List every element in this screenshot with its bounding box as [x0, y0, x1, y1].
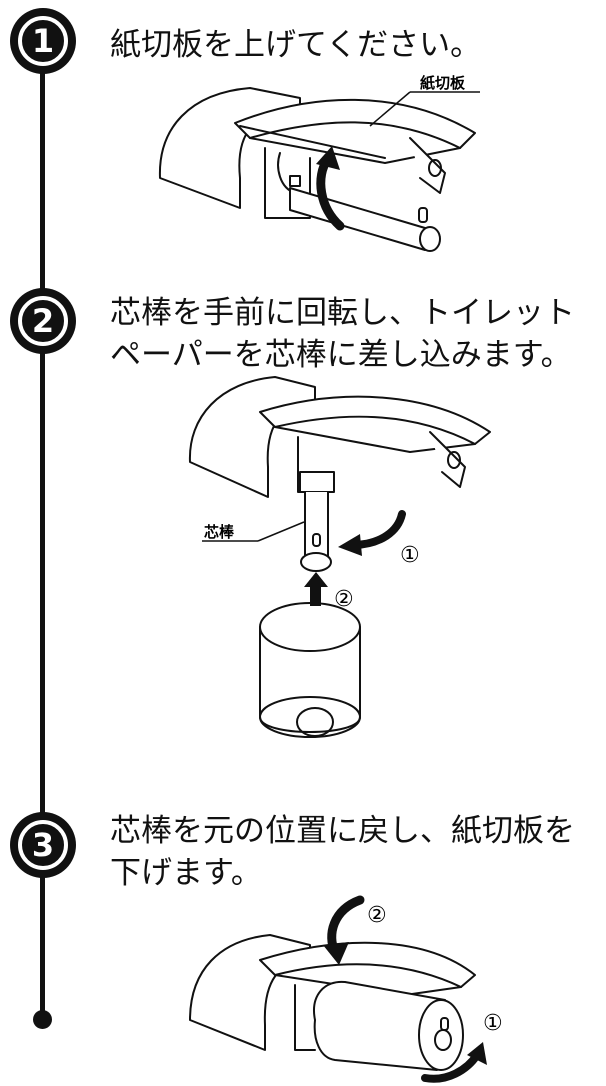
step-3-mark-2: ② — [367, 903, 387, 928]
step-3-number: 3 — [31, 826, 55, 864]
step-3-mark-1: ① — [483, 1011, 503, 1036]
step-1-badge: 1 — [10, 8, 76, 74]
step-3-illustration: ② ① — [189, 895, 503, 1083]
step-2-illustration: ① ② 芯棒 — [188, 376, 491, 738]
step-1-number: 1 — [31, 22, 55, 60]
step-1-instruction: 紙切板を上げてください。 — [110, 27, 482, 63]
step-2-mark-1: ① — [400, 543, 420, 568]
return-arrow-icon — [421, 1051, 481, 1083]
cutter-plate-label: 紙切板 — [420, 74, 466, 92]
timeline-end-dot — [33, 1010, 52, 1029]
step-2-number: 2 — [31, 302, 55, 340]
step-3-instruction: 芯棒を元の位置に戻し、紙切板を 下げます。 — [110, 813, 575, 891]
insert-arrow-icon — [310, 586, 321, 606]
step-timeline-line — [40, 40, 45, 1020]
step-3-badge: 3 — [10, 812, 76, 878]
step-1-illustration: 紙切板 — [158, 74, 480, 252]
step-2-mark-2: ② — [334, 587, 354, 612]
rotate-arrow-icon — [351, 510, 406, 549]
step-2-instruction: 芯棒を手前に回転し、トイレット ペーパーを芯棒に差し込みます。 — [110, 295, 575, 373]
step-2-badge: 2 — [10, 288, 76, 354]
spindle-label: 芯棒 — [204, 523, 235, 541]
